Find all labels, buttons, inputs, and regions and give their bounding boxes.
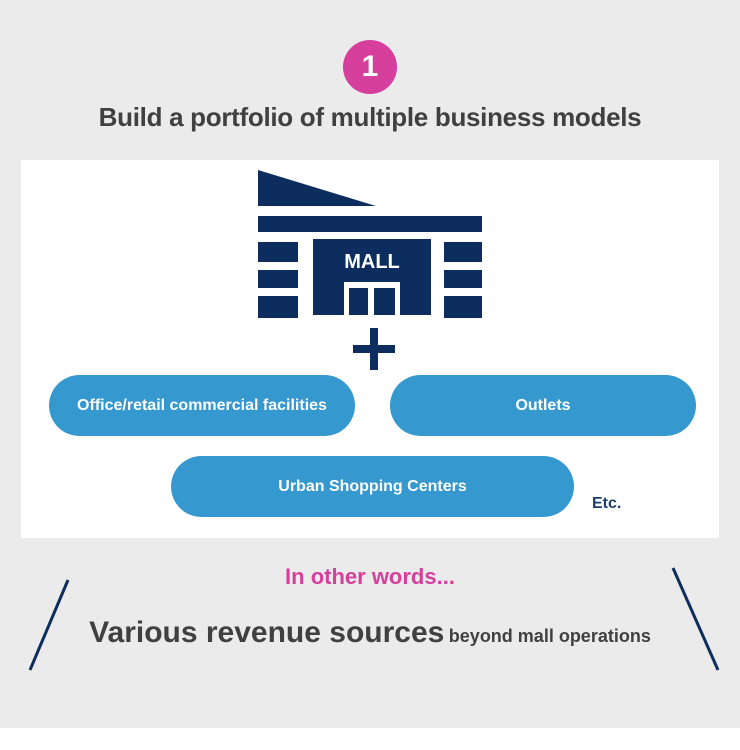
mall-building-icon: MALL xyxy=(258,170,482,318)
mall-doors xyxy=(344,282,400,318)
emphasis-brackets xyxy=(28,567,720,671)
model-office-retail: Office/retail commercial facilities xyxy=(49,375,355,436)
summary-headline-row: Various revenue sources beyond mall oper… xyxy=(0,616,740,650)
plus-icon xyxy=(353,345,395,353)
summary-tail: beyond mall operations xyxy=(448,626,651,646)
mall-facade-bars xyxy=(258,216,482,318)
mall-roof-shape xyxy=(258,170,376,206)
model-urban-shopping-centers: Urban Shopping Centers xyxy=(171,456,574,517)
etc-label: Etc. xyxy=(592,495,622,512)
model-outlets: Outlets xyxy=(390,375,696,436)
summary-headline: Various revenue sources xyxy=(89,616,445,649)
step-number-badge: 1 xyxy=(343,40,397,94)
summary-lead: In other words... xyxy=(285,564,455,589)
page-title: Build a portfolio of multiple business m… xyxy=(98,102,642,132)
mall-label: MALL xyxy=(344,251,400,273)
